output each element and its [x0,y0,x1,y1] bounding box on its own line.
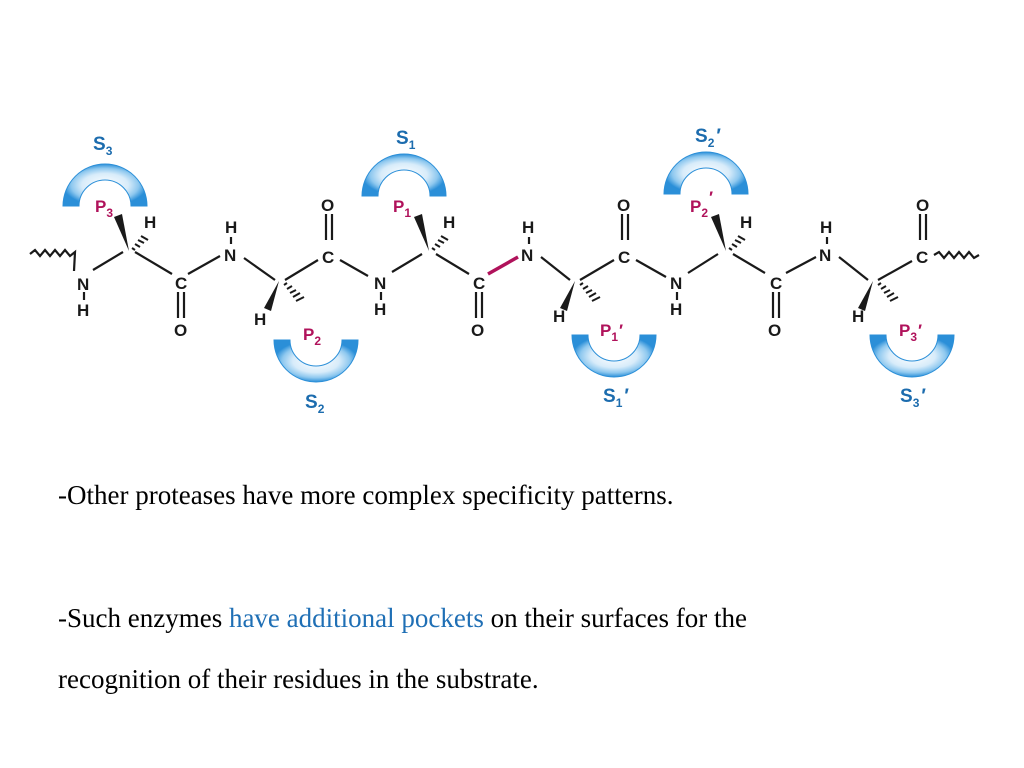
text-line-3: recognition of their residues in the sub… [58,664,539,694]
backbone-atoms: N H H C O H N H O C N H H C O H N H O C … [77,196,929,340]
text-line-1: -Other proteases have more complex speci… [58,480,674,510]
subsite-s2: S2 [305,392,325,416]
atom-n: N [77,275,89,294]
subsite-s2-prime: S2′ [695,126,721,150]
chain-start-wavy [29,248,77,272]
residue-p3-prime: P3′ [899,321,922,344]
s1-pocket [361,153,447,197]
subsite-s3: S3 [93,134,113,158]
atom-c: C [175,274,187,293]
residue-p3: P3 [95,197,113,220]
s1p-pocket [571,334,657,378]
atom-o: O [768,321,781,340]
residue-p2-prime: P2′ [690,188,713,220]
s3-pocket [62,163,148,207]
atom-h: H [374,300,386,319]
atom-h: H [740,213,752,232]
s2p-pocket [663,151,749,195]
residue-p1: P1 [393,197,411,220]
atom-h: H [852,307,864,326]
atom-o: O [471,321,484,340]
atom-n: N [670,274,682,293]
backbone-bonds [92,251,913,281]
atom-h: H [77,301,89,320]
text-line-2: -Such enzymes have additional pockets on… [58,603,747,634]
wedge-bonds [114,214,873,311]
atom-h: H [820,218,832,237]
residue-p1-prime: P1′ [600,321,623,344]
carbonyl-bonds [176,214,928,318]
atom-c: C [916,248,928,267]
atom-n: N [819,246,831,265]
atom-o: O [174,321,187,340]
atom-c: C [322,248,334,267]
peptide-subsite-diagram: N H H C O H N H O C N H H C O H N H O C … [29,126,980,416]
atom-h: H [144,213,156,232]
atom-n: N [521,246,533,265]
residue-labels: P3 P1 P2′ P2 P1′ P3′ [95,188,922,348]
hashed-bonds [131,235,899,302]
atom-h: H [443,213,455,232]
atom-o: O [916,196,929,215]
subsite-s1-prime: S1′ [603,386,629,410]
subsite-labels: S3 S1 S2′ S2 S1′ S3′ [93,126,926,416]
atom-c: C [473,274,485,293]
s2-pocket [273,339,359,383]
atom-c: C [618,248,630,267]
subsite-s1: S1 [396,128,416,152]
atom-n: N [224,246,236,265]
s3p-pocket [869,334,955,378]
atom-h: H [670,300,682,319]
atom-h: H [522,218,534,237]
atom-h: H [553,307,565,326]
atom-h: H [254,310,266,329]
atom-h: H [225,218,237,237]
atom-o: O [321,196,334,215]
residue-p2: P2 [303,325,321,348]
atom-n: N [374,274,386,293]
text-line-2-end: on their surfaces for the [483,603,748,633]
amide-nh-bonds [82,237,829,300]
atom-o: O [617,196,630,215]
highlighted-phrase: have additional pockets [228,603,484,633]
atom-c: C [770,274,782,293]
subsite-s3-prime: S3′ [900,386,926,410]
text-line-2-start: -Such enzymes [58,603,229,633]
chain-end-wavy [933,250,980,260]
